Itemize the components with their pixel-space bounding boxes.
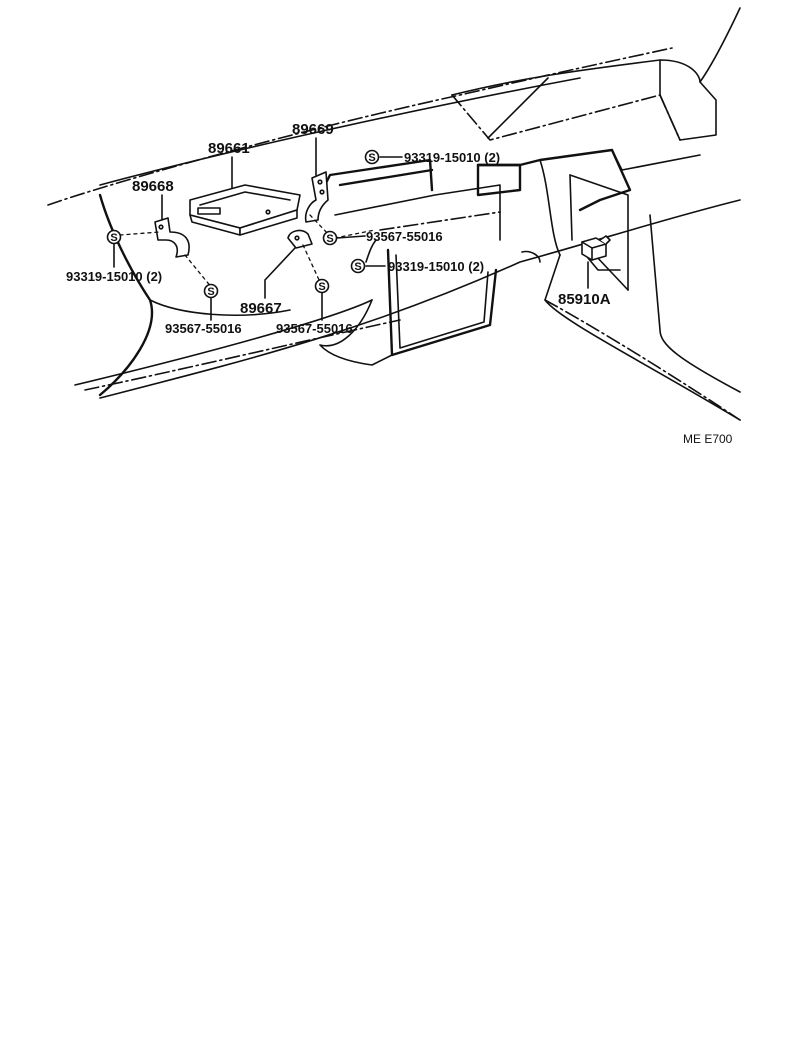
label-screw-b: 93319-15010 (2) [66, 269, 162, 284]
label-nut-b: 93567-55016 [165, 321, 242, 336]
label-89668: 89668 [132, 178, 174, 195]
screw-symbol: S [106, 229, 122, 245]
bracket-89667 [287, 229, 313, 249]
diagram-code: ME E700 [683, 432, 733, 446]
screw-symbol: S [203, 283, 219, 299]
label-screw-a: 93319-15010 (2) [404, 150, 500, 165]
label-89667: 89667 [240, 300, 282, 317]
ecu-unit-89661 [189, 184, 301, 236]
bracket-89669 [304, 171, 329, 223]
svg-text:S: S [326, 233, 333, 245]
svg-text:S: S [368, 152, 375, 164]
svg-text:S: S [318, 281, 325, 293]
svg-text:S: S [354, 261, 361, 273]
screw-symbol: S [350, 258, 366, 274]
svg-text:S: S [207, 286, 214, 298]
dashboard-outline [47, 7, 741, 421]
screw-symbol: S [314, 278, 330, 294]
label-nut-c: 93567-55016 [276, 321, 353, 336]
label-screw-c: 93319-15010 (2) [388, 259, 484, 274]
svg-text:S: S [110, 232, 117, 244]
label-nut-a: 93567-55016 [366, 229, 443, 244]
label-89661: 89661 [208, 140, 250, 157]
leader-lines [113, 137, 621, 321]
label-89669: 89669 [292, 121, 334, 138]
label-85910A: 85910A [558, 291, 611, 308]
relay-85910A [581, 235, 611, 261]
screw-symbol: S [364, 149, 380, 165]
bracket-89668 [154, 217, 190, 258]
screw-symbol: S [322, 230, 338, 246]
